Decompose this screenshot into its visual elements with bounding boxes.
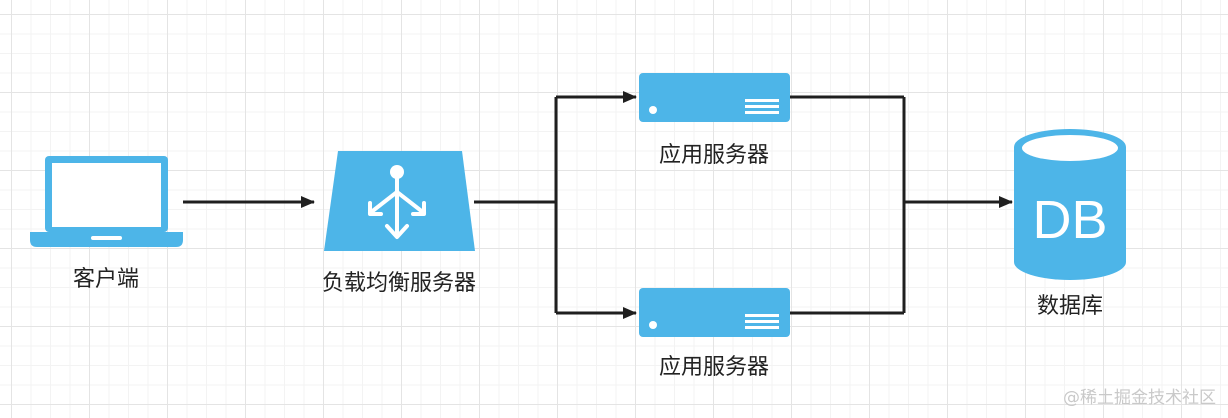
load-balancer-label: 负载均衡服务器 [321,271,477,296]
app-server-top-label: 应用服务器 [658,143,770,168]
watermark: @稀土掘金技术社区 [1063,388,1216,408]
database-icon: DB [1014,129,1126,280]
database-icon-text: DB [1032,190,1107,250]
laptop-icon [30,156,183,247]
client-label: 客户端 [72,267,140,292]
database-label: 数据库 [1036,294,1104,319]
connectors [183,91,1013,319]
server-icon-top [639,73,790,122]
app-server-bottom-label: 应用服务器 [658,355,770,380]
server-icon-bottom [639,288,790,337]
load-balancer-icon [324,151,475,251]
